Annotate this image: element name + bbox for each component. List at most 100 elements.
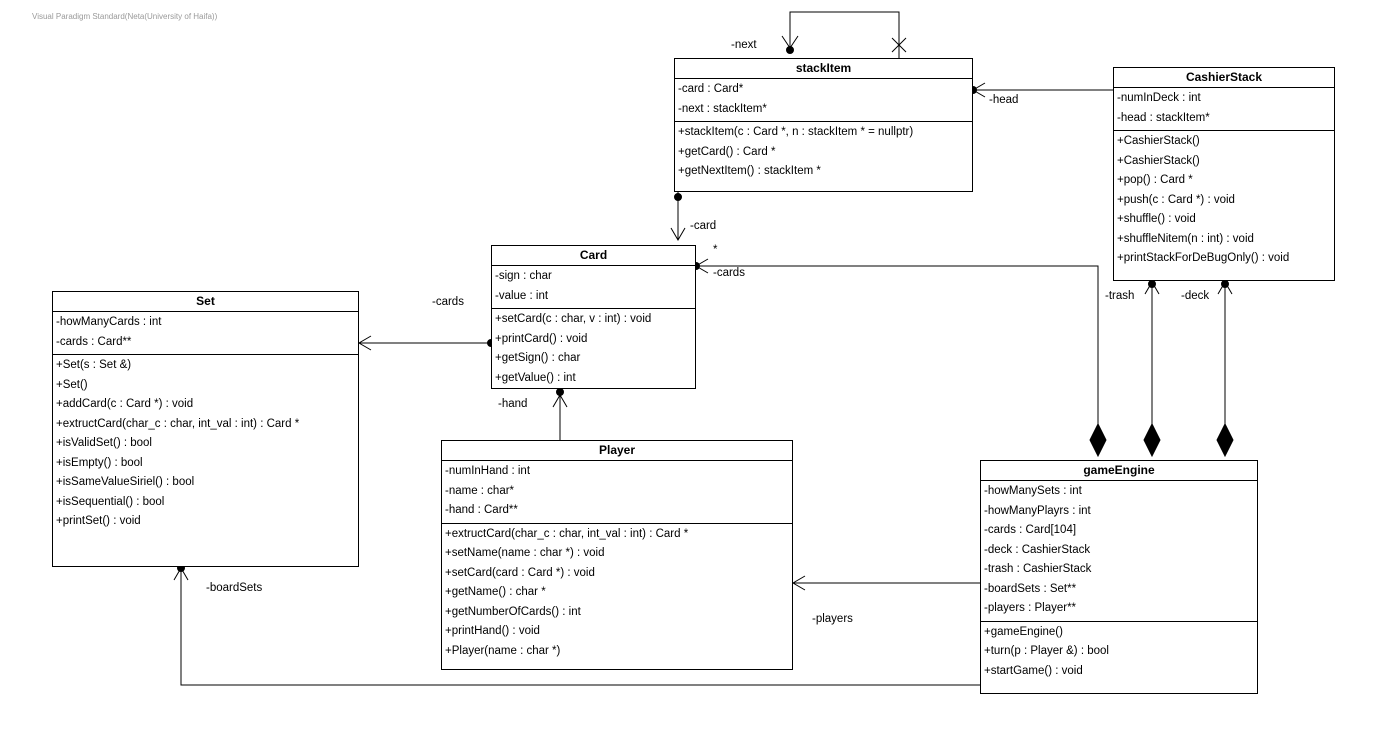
diamond-cards [1089,422,1107,458]
operation: +printHand() : void [445,625,540,637]
role-label-trash: -trash [1105,290,1135,302]
operation: +printStackForDeBugOnly() : void [1117,252,1290,264]
assoc-engine-cards [696,265,1099,432]
operation: +shuffle() : void [1117,213,1196,225]
attribute: -numInDeck : int [1117,92,1201,104]
diamond-deck [1216,422,1234,458]
operation: +setCard(c : char, v : int) : void [495,313,652,325]
attribute: -boardSets : Set** [984,582,1077,595]
class-gameengine[interactable]: gameEngine -howManySets : int -howManyPl… [980,460,1258,694]
diamond-trash [1143,422,1161,458]
attributes-section: -card : Card* -next : stackItem* [675,79,972,122]
dot-trash [1148,280,1156,288]
operations-section: +gameEngine() +turn(p : Player &) : bool… [981,622,1257,684]
role-label-deck: -deck [1181,290,1210,302]
dot-deck [1221,280,1229,288]
dot-next [786,46,794,54]
operation: +gameEngine() [984,625,1063,638]
operation: +Set() [56,378,88,391]
attributes-section: -howManyCards : int -cards : Card** [53,312,358,355]
role-label-cards-engine: -cards [713,267,745,279]
operations-section: +stackItem(c : Card *, n : stackItem * =… [675,122,972,184]
operation: +stackItem(c : Card *, n : stackItem * =… [678,126,914,138]
operation: +extructCard(char_c : char, int_val : in… [56,417,300,430]
attribute: -card : Card* [678,83,744,95]
class-cashierstack[interactable]: CashierStack -numInDeck : int -head : st… [1113,67,1335,281]
role-label-boardsets: -boardSets [206,582,263,594]
class-card[interactable]: Card -sign : char -value : int +setCard(… [491,245,696,389]
attribute: -value : int [495,289,549,302]
operation: +push(c : Card *) : void [1117,193,1235,206]
attribute: -name : char* [445,484,515,497]
operations-section: +extructCard(char_c : char, int_val : in… [442,524,792,664]
class-title: Set [53,292,358,312]
operation: +getCard() : Card * [678,145,776,158]
x-mark-next-2 [891,37,907,53]
class-title: Card [492,246,695,266]
operation: +isSequential() : bool [56,495,165,508]
attribute: -howManyPlayrs : int [984,504,1091,517]
attribute: -howManyCards : int [56,316,162,328]
operation: +pop() : Card * [1117,174,1193,186]
operation: +startGame() : void [984,664,1083,677]
operation: +CashierStack() [1117,135,1200,147]
class-set[interactable]: Set -howManyCards : int -cards : Card** … [52,291,359,567]
operation: +getValue() : int [495,371,576,384]
operation: +Set(s : Set &) [56,359,132,371]
attribute: -cards : Card[104] [984,524,1077,536]
attribute: -players : Player** [984,602,1077,614]
watermark: Visual Paradigm Standard(Neta(University… [32,12,218,21]
attribute: -deck : CashierStack [984,543,1091,556]
class-title: stackItem [675,59,972,79]
attribute: -numInHand : int [445,465,531,477]
operation: +getSign() : char [495,352,581,364]
attributes-section: -numInDeck : int -head : stackItem* [1114,88,1334,131]
operation: +Player(name : char *) [445,644,561,657]
class-title: gameEngine [981,461,1257,481]
attribute: -hand : Card** [445,504,518,516]
attribute: -trash : CashierStack [984,563,1092,575]
assoc-stackitem-next [789,11,900,58]
operation: +getName() : char * [445,586,546,598]
role-label-head: -head [989,94,1019,106]
attributes-section: -sign : char -value : int [492,266,695,309]
operation: +CashierStack() [1117,154,1200,167]
class-stackitem[interactable]: stackItem -card : Card* -next : stackIte… [674,58,973,192]
role-label-cards-set: -cards [432,296,464,308]
operations-section: +CashierStack() +CashierStack() +pop() :… [1114,131,1334,271]
role-label-card: -card [690,220,717,232]
arrow-open-card [670,227,686,241]
assoc-engine-boardsets [180,568,980,686]
operation: +setCard(card : Card *) : void [445,566,595,579]
attribute: -sign : char [495,270,552,282]
operation: +setName(name : char *) : void [445,547,605,559]
multiplicity-label-cards: * [713,244,718,256]
arrow-open-setcards [358,335,372,351]
attributes-section: -howManySets : int -howManyPlayrs : int … [981,481,1257,622]
operation: +shuffleNitem(n : int) : void [1117,232,1254,245]
role-label-hand: -hand [498,398,528,410]
role-label-next: -next [731,39,757,51]
attribute: -head : stackItem* [1117,111,1210,124]
operation: +extructCard(char_c : char, int_val : in… [445,527,689,540]
class-title: CashierStack [1114,68,1334,88]
operation: +isEmpty() : bool [56,456,143,469]
operation: +getNumberOfCards() : int [445,605,581,618]
operation: +isSameValueSiriel() : bool [56,476,195,488]
class-player[interactable]: Player -numInHand : int -name : char* -h… [441,440,793,670]
arrow-open-players [792,575,806,591]
operation: +printSet() : void [56,515,141,527]
operation: +getNextItem() : stackItem * [678,165,821,177]
attributes-section: -numInHand : int -name : char* -hand : C… [442,461,792,524]
operations-section: +setCard(c : char, v : int) : void +prin… [492,309,695,390]
attribute: -next : stackItem* [678,102,767,115]
attribute: -howManySets : int [984,485,1082,497]
role-label-players: -players [812,613,853,625]
operation: +addCard(c : Card *) : void [56,398,194,410]
attribute: -cards : Card** [56,335,132,348]
dot-card [674,193,682,201]
operation: +isValidSet() : bool [56,437,152,449]
operations-section: +Set(s : Set &) +Set() +addCard(c : Card… [53,355,358,534]
operation: +turn(p : Player &) : bool [984,645,1109,657]
